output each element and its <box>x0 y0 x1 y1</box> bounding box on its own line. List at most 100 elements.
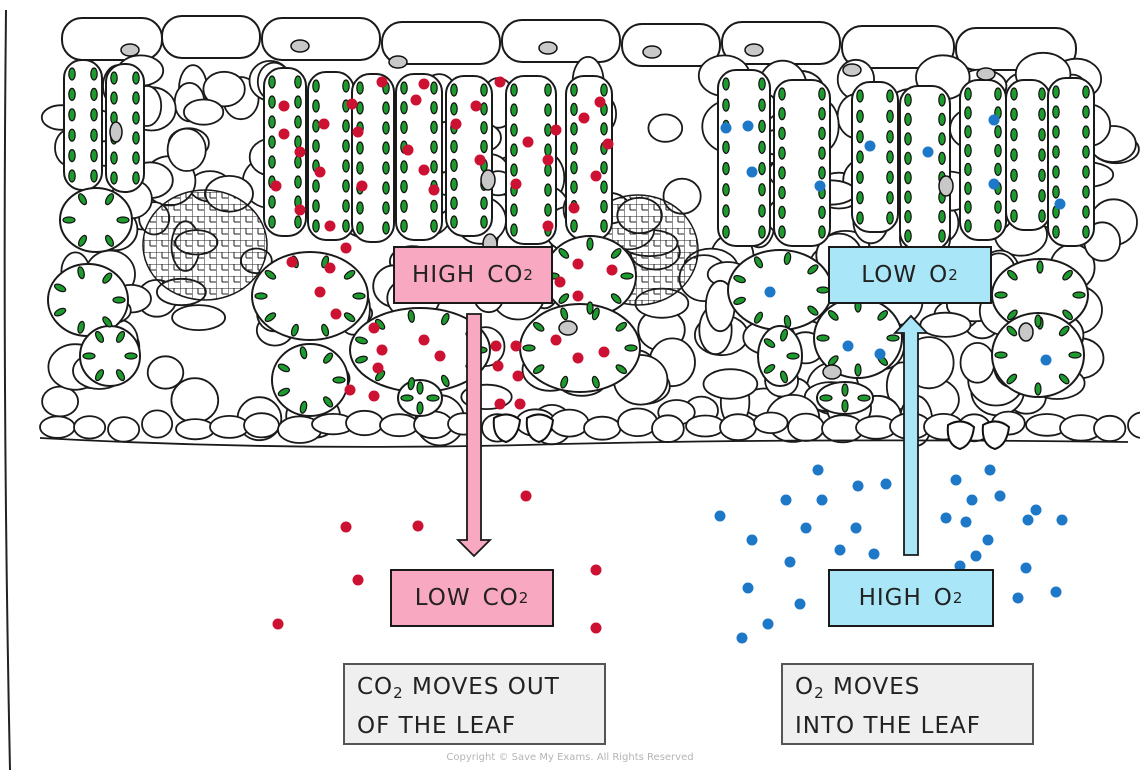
co2-molecule <box>356 180 368 192</box>
chloroplast <box>480 102 488 116</box>
co2-molecule <box>330 308 342 320</box>
chloroplast <box>857 394 871 402</box>
nucleus <box>538 41 558 55</box>
chloroplast <box>904 171 912 185</box>
chloroplast <box>1034 314 1042 328</box>
chloroplast <box>532 364 545 375</box>
nucleus <box>109 121 123 143</box>
chloroplast <box>1007 309 1018 321</box>
nucleus <box>642 45 662 59</box>
co2-molecule <box>514 398 526 410</box>
spongy-cell-large <box>251 251 369 341</box>
chloroplast <box>733 296 746 305</box>
chloroplast <box>586 301 594 315</box>
chloroplast <box>1062 309 1073 321</box>
chloroplast <box>778 126 786 140</box>
co2-molecule <box>490 340 502 352</box>
co2-molecule <box>286 256 298 268</box>
chloroplast <box>268 195 276 209</box>
chloroplast <box>110 171 118 185</box>
palisade-cell <box>445 75 493 237</box>
chloroplast <box>382 121 390 135</box>
co2-molecule <box>522 136 534 148</box>
chloroplast <box>1038 87 1046 101</box>
chloroplast <box>1010 168 1018 182</box>
chloroplast <box>374 370 386 382</box>
chloroplast <box>268 215 276 229</box>
chloroplast <box>480 83 488 97</box>
chloroplast <box>510 223 518 237</box>
palisade-cell <box>899 85 951 251</box>
o2-molecules <box>714 114 1068 644</box>
lower-epidermis-cell <box>175 418 216 441</box>
chloroplast <box>450 140 458 154</box>
chloroplast <box>342 199 350 213</box>
o2-molecule <box>720 122 732 134</box>
co2-molecule <box>470 100 482 112</box>
chloroplast <box>733 275 746 284</box>
chloroplast <box>1052 145 1060 159</box>
chloroplast <box>994 200 1002 214</box>
chloroplast <box>1058 325 1070 337</box>
chloroplast <box>763 338 776 348</box>
chloroplast <box>783 251 792 266</box>
chloroplast <box>94 369 105 382</box>
chloroplast <box>356 81 364 95</box>
chloroplast <box>886 211 894 225</box>
chloroplast <box>904 229 912 243</box>
o2-molecule <box>1040 354 1052 366</box>
chloroplast <box>1082 185 1090 199</box>
epidermis-cell <box>261 17 381 61</box>
chloroplast <box>82 352 96 360</box>
nucleus <box>1018 322 1034 342</box>
lower-epidermis-cell <box>141 409 174 439</box>
lower-epidermis-cell <box>787 412 825 442</box>
co2-molecule <box>578 112 590 124</box>
chloroplast <box>856 89 864 103</box>
spongy-cell-large <box>59 187 133 253</box>
co2-caption: CO2 MOVES OUT OF THE LEAF <box>343 663 606 745</box>
chloroplast <box>753 256 764 269</box>
chloroplast <box>904 190 912 204</box>
co2-molecule <box>294 146 306 158</box>
chloroplast <box>818 205 826 219</box>
chloroplast <box>816 334 830 342</box>
chloroplast <box>1038 107 1046 121</box>
chloroplast <box>400 394 414 402</box>
chloroplast <box>312 99 320 113</box>
chloroplast <box>964 181 972 195</box>
chloroplast <box>510 83 518 97</box>
chloroplast <box>53 307 67 317</box>
chloroplast <box>570 122 578 136</box>
co2-molecule <box>572 352 584 364</box>
chloroplast <box>102 272 113 284</box>
chloroplast <box>722 204 730 218</box>
co2-molecule <box>372 362 384 374</box>
chloroplast <box>343 269 356 280</box>
co2-molecule <box>594 96 606 108</box>
chloroplast <box>104 193 115 206</box>
chloroplast <box>544 183 552 197</box>
chloroplast <box>480 196 488 210</box>
chloroplast <box>382 101 390 115</box>
o2-molecule <box>742 582 754 594</box>
co2-molecule <box>492 360 504 372</box>
chloroplast <box>778 87 786 101</box>
co2-molecule <box>428 184 440 196</box>
chloroplast <box>994 87 1002 101</box>
chloroplast <box>886 170 894 184</box>
spongy-cell <box>202 70 246 108</box>
chloroplast <box>722 162 730 176</box>
lower-epidermis-cell <box>753 411 789 435</box>
o2-molecule <box>794 598 806 610</box>
chloroplast <box>570 141 578 155</box>
chloroplast <box>268 115 276 129</box>
spongy-cell <box>959 341 996 384</box>
chloroplast <box>856 211 864 225</box>
chloroplast <box>818 146 826 160</box>
chloroplast <box>570 83 578 97</box>
o2-molecule <box>816 494 828 506</box>
upper-epidermis <box>61 15 1077 71</box>
spongy-cell <box>183 98 225 126</box>
